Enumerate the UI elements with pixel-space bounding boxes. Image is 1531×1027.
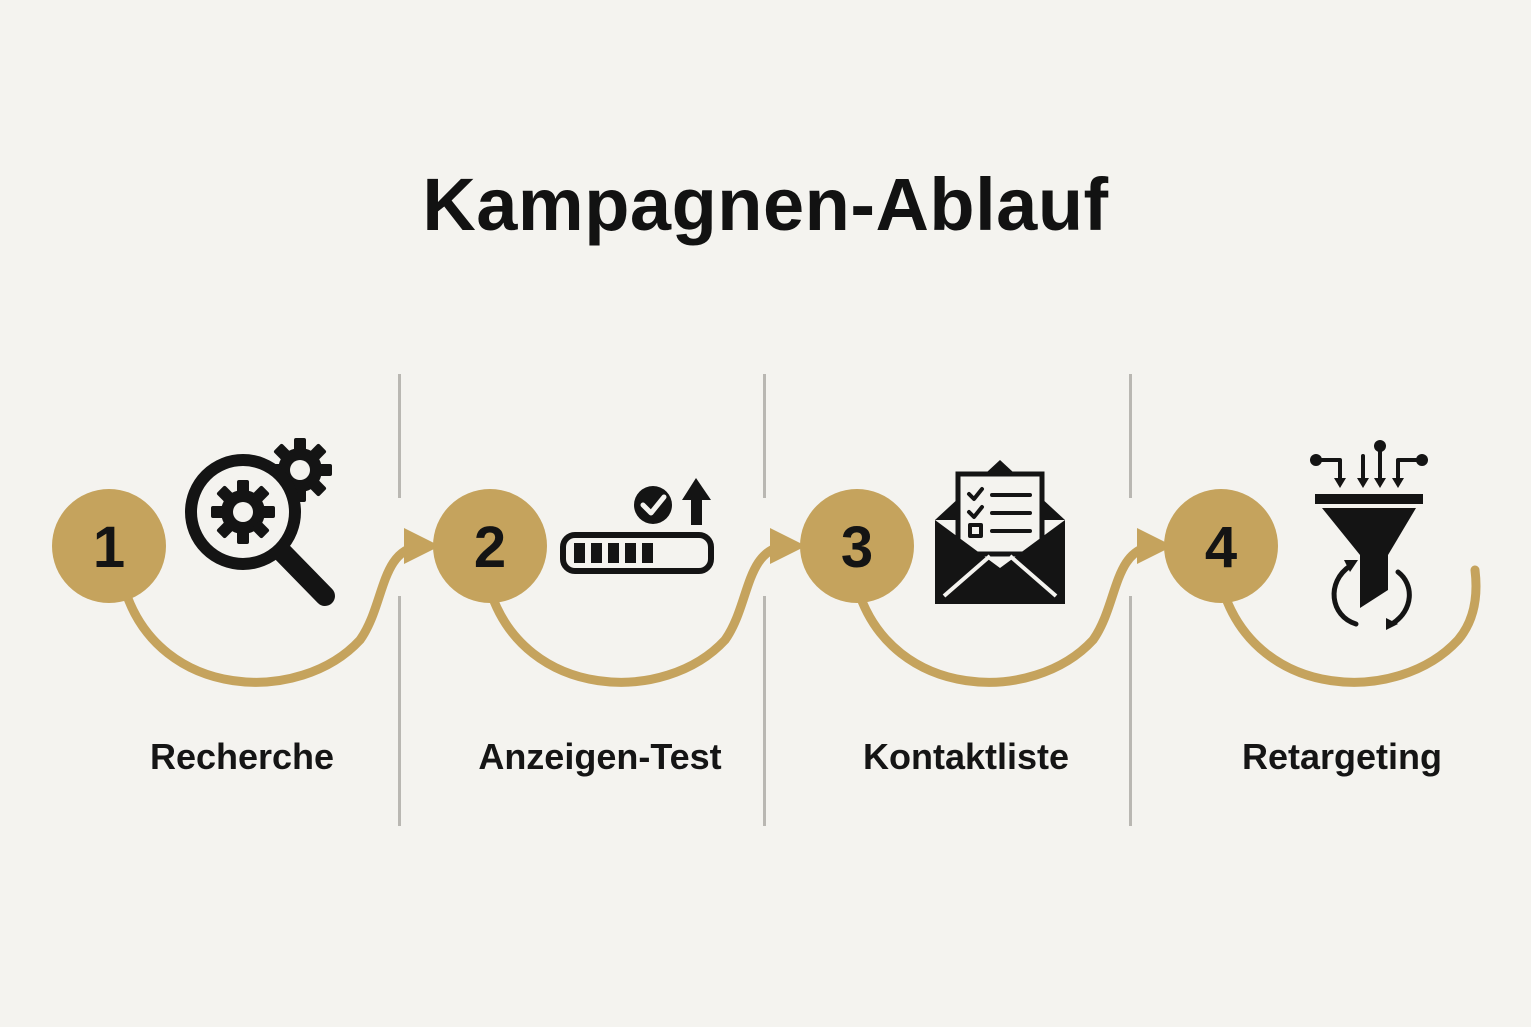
- arrowhead-3: [1137, 528, 1173, 564]
- flow-wave-1: [120, 541, 425, 687]
- arrowhead-1: [404, 528, 440, 564]
- flow-arrowheads: [404, 528, 1173, 564]
- divider-3-top: [1129, 374, 1132, 498]
- flow-wave-3: [853, 541, 1158, 687]
- step-label-anzeigen-test: Anzeigen-Test: [478, 736, 722, 777]
- step-2-badge: 2: [433, 489, 547, 603]
- funnel-cycle-icon: [1310, 440, 1428, 630]
- arrowhead-2: [770, 528, 806, 564]
- step-4-badge: 4: [1164, 489, 1278, 603]
- envelope-checklist-icon: [935, 460, 1065, 604]
- step-label-recherche: Recherche: [149, 736, 335, 777]
- step-4-number: 4: [1205, 515, 1237, 580]
- flow-wave-2: [485, 541, 790, 687]
- divider-1-top: [398, 374, 401, 498]
- step-3-badge: 3: [800, 489, 914, 603]
- progress-bar-check-arrow-icon: [560, 478, 714, 574]
- step-label-retargeting: Retargeting: [1241, 736, 1443, 777]
- divider-2-top: [763, 374, 766, 498]
- divider-2-bottom: [763, 596, 766, 826]
- magnifier-gear-icon: [185, 438, 335, 606]
- page-title: Kampagnen-Ablauf: [422, 163, 1109, 246]
- divider-1-bottom: [398, 596, 401, 826]
- flow-connector: [120, 541, 1481, 687]
- step-1-badge: 1: [52, 489, 166, 603]
- divider-3-bottom: [1129, 596, 1132, 826]
- step-2-number: 2: [474, 515, 506, 580]
- step-label-kontaktliste: Kontaktliste: [862, 736, 1070, 777]
- flow-wave-4: [1218, 565, 1481, 687]
- step-3-number: 3: [841, 515, 873, 580]
- step-1-number: 1: [93, 515, 125, 580]
